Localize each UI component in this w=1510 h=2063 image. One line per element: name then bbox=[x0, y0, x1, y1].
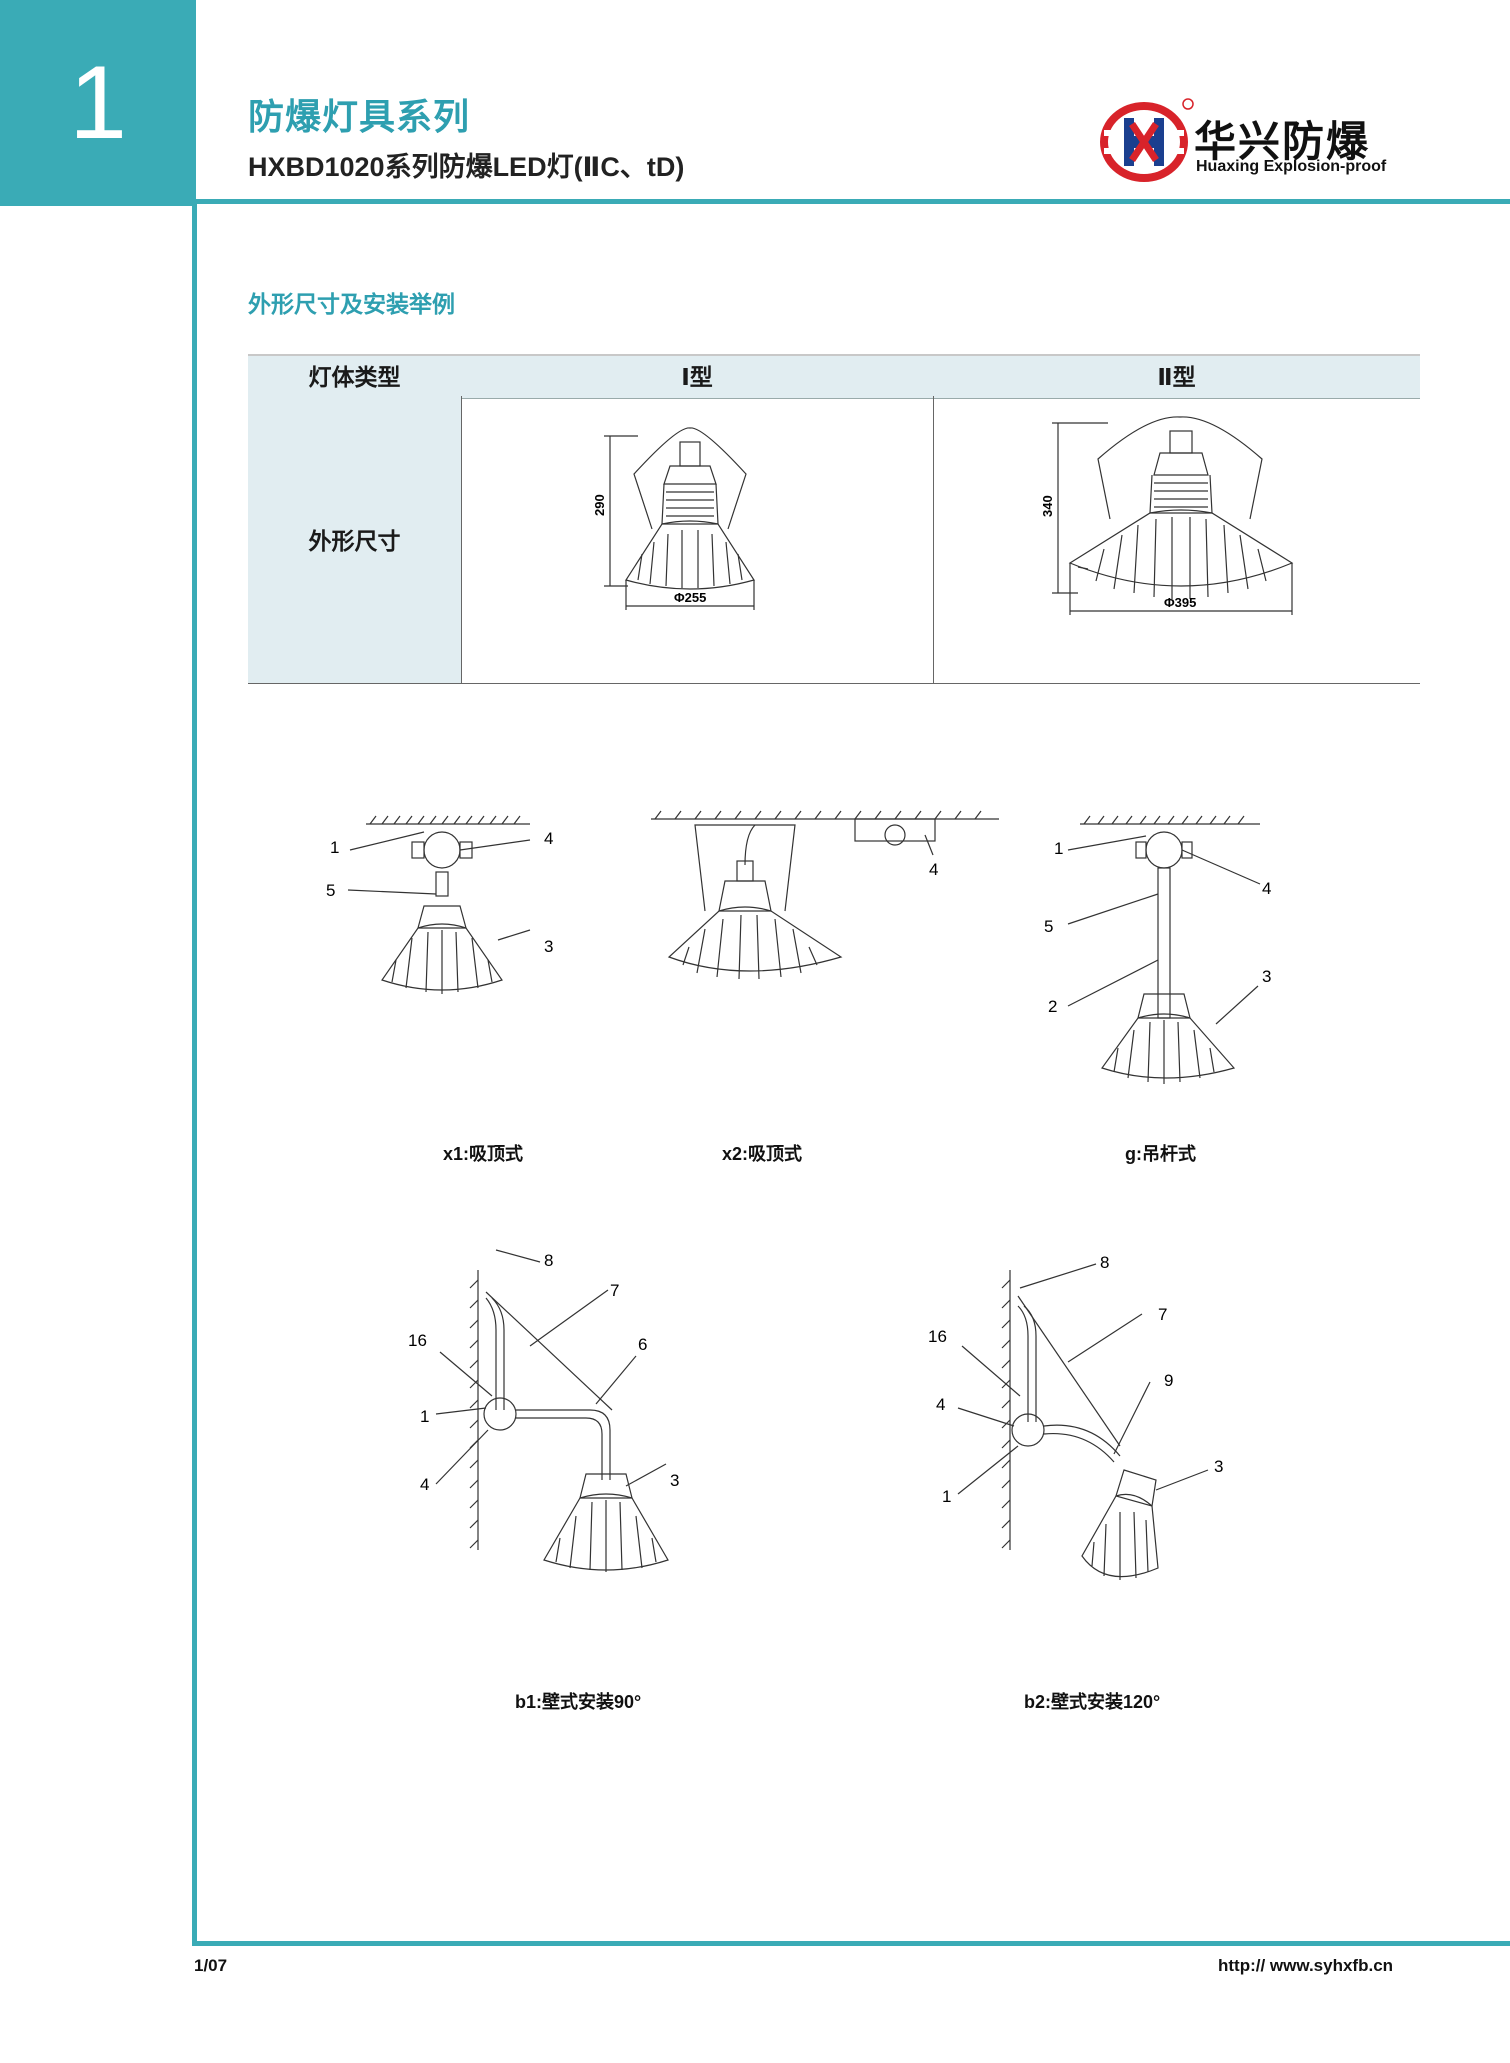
type2-dimension-drawing: 340 Φ395 bbox=[1040, 416, 1294, 615]
dimension-table: 灯体类型 Ⅰ型 Ⅱ型 外形尺寸 290 Φ255 bbox=[248, 354, 1420, 684]
row-label-dimensions: 外形尺寸 bbox=[248, 398, 461, 684]
logo-name-en: Huaxing Explosion-proof bbox=[1196, 158, 1387, 175]
page-number: 1/07 bbox=[194, 1956, 228, 1975]
callout-label: 7 bbox=[1158, 1305, 1167, 1324]
col-header-type2: Ⅱ型 bbox=[1157, 364, 1196, 390]
col-header-type: 灯体类型 bbox=[308, 364, 401, 390]
callout-label: 5 bbox=[326, 881, 335, 900]
install-diagram-g: 1 4 5 2 3 bbox=[1044, 815, 1271, 1084]
callout-label: 1 bbox=[942, 1487, 951, 1506]
callout-label: 1 bbox=[1054, 839, 1063, 858]
table-header-row: 灯体类型 Ⅰ型 Ⅱ型 bbox=[248, 354, 1420, 399]
header-divider bbox=[196, 199, 1510, 204]
install-diagram-x2: 4 bbox=[651, 810, 999, 980]
table-divider bbox=[461, 396, 462, 684]
callout-label: 9 bbox=[1164, 1371, 1173, 1390]
page-subtitle: HXBD1020系列防爆LED灯(ⅡC、tD) bbox=[248, 152, 685, 182]
type2-height-label: 340 bbox=[1040, 495, 1055, 517]
callout-label: 7 bbox=[610, 1281, 619, 1300]
install-diagram-x1: 1 4 5 3 bbox=[326, 815, 553, 994]
callout-label: 16 bbox=[408, 1331, 427, 1350]
callout-label: 4 bbox=[420, 1475, 429, 1494]
callout-label: 3 bbox=[544, 937, 553, 956]
type1-height-label: 290 bbox=[592, 494, 607, 516]
callout-label: 4 bbox=[936, 1395, 945, 1414]
section-heading: 外形尺寸及安装举例 bbox=[248, 291, 455, 317]
callout-label: 1 bbox=[420, 1407, 429, 1426]
callout-label: 3 bbox=[1262, 967, 1271, 986]
section-number: 1 bbox=[0, 0, 196, 206]
type2-diameter-label: Φ395 bbox=[1164, 595, 1196, 610]
callout-label: 8 bbox=[1100, 1253, 1109, 1272]
callout-label: 16 bbox=[928, 1327, 947, 1346]
caption-g: g:吊杆式 bbox=[1125, 1144, 1196, 1164]
caption-b1: b1:壁式安装90° bbox=[515, 1692, 642, 1712]
callout-label: 4 bbox=[1262, 879, 1271, 898]
left-margin-rule bbox=[192, 204, 197, 1946]
col-header-type1: Ⅰ型 bbox=[681, 364, 713, 390]
callout-label: 4 bbox=[544, 829, 553, 848]
callout-label: 4 bbox=[929, 860, 938, 879]
install-diagram-b2: 8 7 16 9 4 1 3 bbox=[928, 1253, 1223, 1580]
footer-divider bbox=[192, 1941, 1510, 1946]
website-link[interactable]: http:// www.syhxfb.cn bbox=[1218, 1956, 1394, 1975]
callout-label: 3 bbox=[670, 1471, 679, 1490]
callout-label: 1 bbox=[330, 838, 339, 857]
company-logo bbox=[1100, 98, 1194, 182]
callout-label: 8 bbox=[544, 1251, 553, 1270]
logo-emblem-icon bbox=[1100, 98, 1194, 182]
page-title: 防爆灯具系列 bbox=[248, 96, 471, 137]
table-bottom-rule bbox=[248, 683, 1420, 684]
caption-b2: b2:壁式安装120° bbox=[1024, 1692, 1161, 1712]
type1-diameter-label: Φ255 bbox=[674, 590, 706, 605]
callout-label: 2 bbox=[1048, 997, 1057, 1016]
table-divider bbox=[933, 396, 934, 684]
type1-dimension-drawing: 290 Φ255 bbox=[592, 427, 755, 610]
logo-name-cn: 华兴防爆 bbox=[1194, 118, 1371, 165]
caption-x2: x2:吸顶式 bbox=[722, 1144, 803, 1164]
callout-label: 3 bbox=[1214, 1457, 1223, 1476]
caption-x1: x1:吸顶式 bbox=[443, 1144, 524, 1164]
callout-label: 5 bbox=[1044, 917, 1053, 936]
callout-label: 6 bbox=[638, 1335, 647, 1354]
install-diagram-b1: 8 7 16 6 1 4 3 bbox=[408, 1249, 679, 1572]
